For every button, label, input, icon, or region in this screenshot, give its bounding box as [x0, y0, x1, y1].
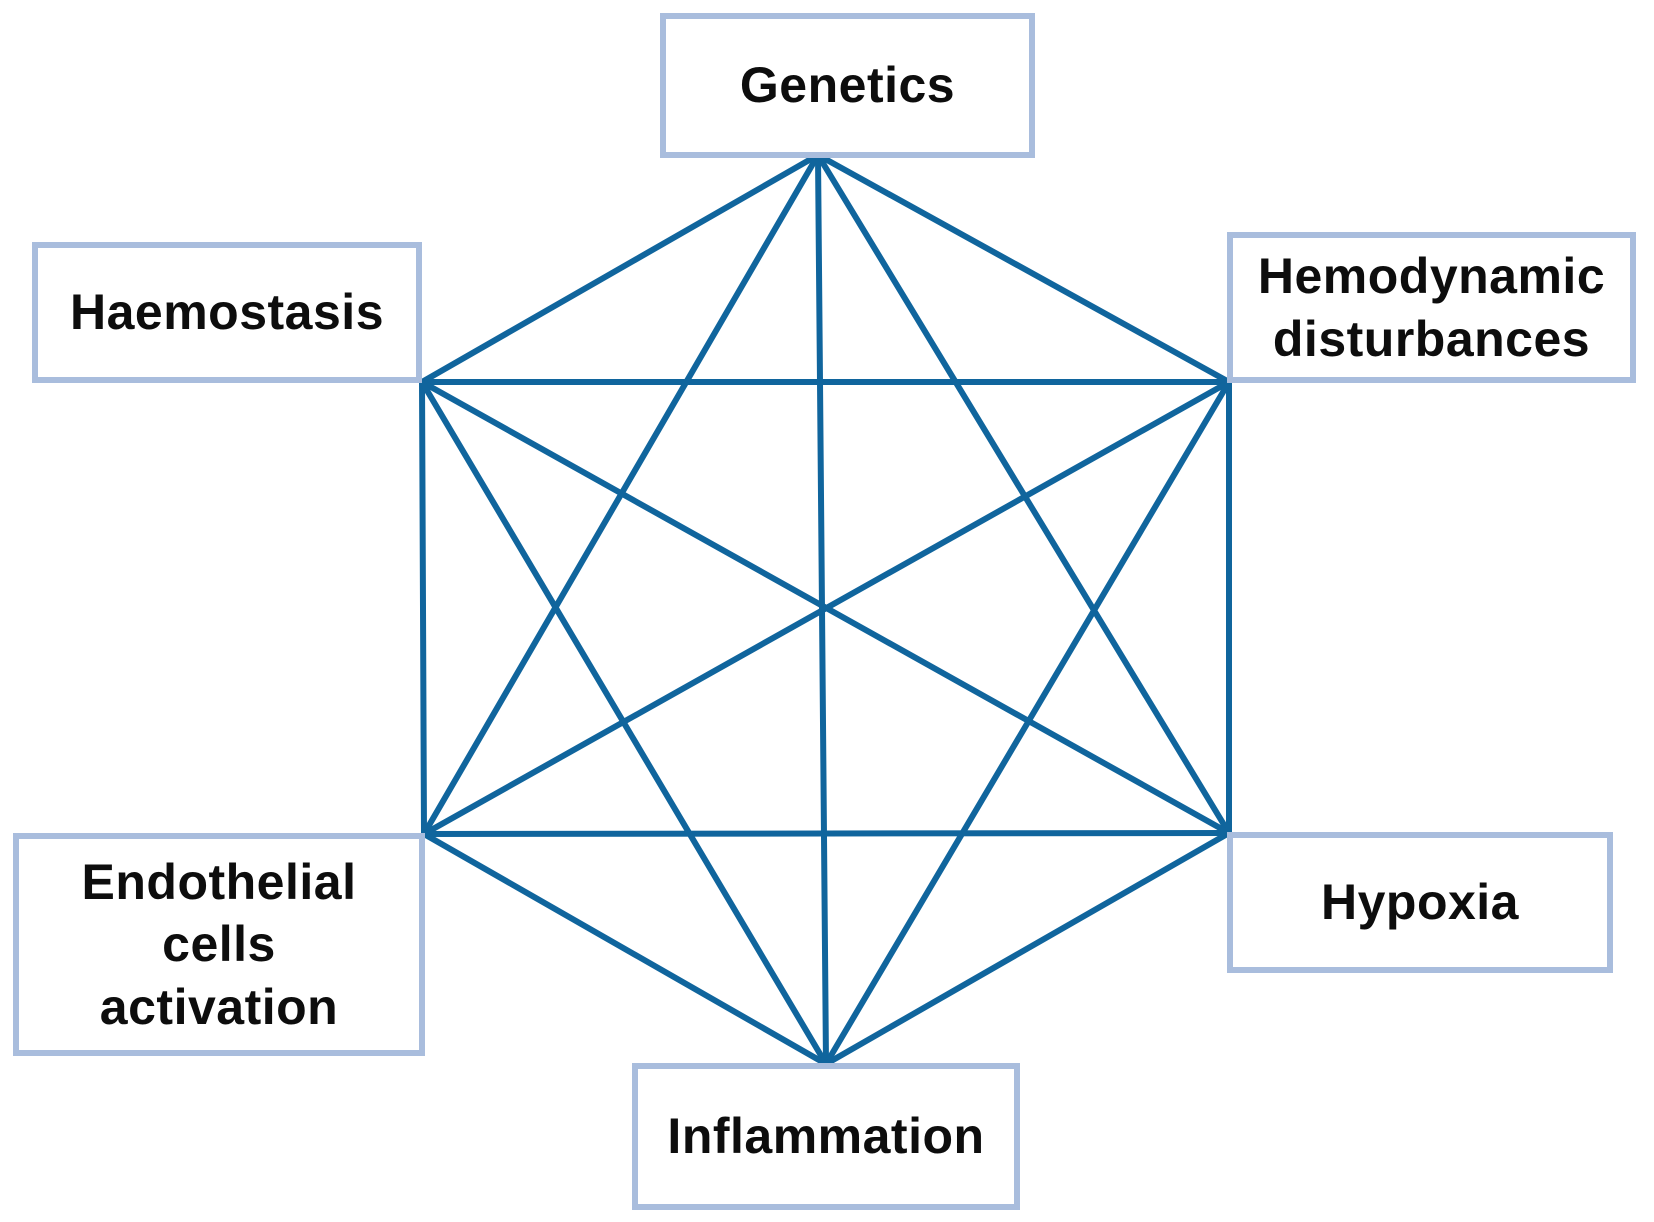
node-inflammation-label: Inflammation [667, 1108, 985, 1165]
node-endothelial-cells-activation-label: Endothelial cells activation [81, 853, 357, 1035]
node-hypoxia: Hypoxia [1227, 832, 1613, 973]
node-hemodynamic-disturbances-label: Hemodynamic disturbances [1257, 248, 1606, 367]
node-genetics-label: Genetics [739, 57, 956, 114]
node-hemodynamic-disturbances: Hemodynamic disturbances [1227, 232, 1636, 383]
node-hypoxia-label: Hypoxia [1320, 874, 1519, 931]
node-genetics: Genetics [660, 13, 1035, 158]
node-endothelial-cells-activation: Endothelial cells activation [13, 833, 425, 1056]
node-inflammation: Inflammation [632, 1063, 1020, 1210]
node-haemostasis-label: Haemostasis [70, 284, 384, 341]
node-haemostasis: Haemostasis [32, 242, 422, 383]
